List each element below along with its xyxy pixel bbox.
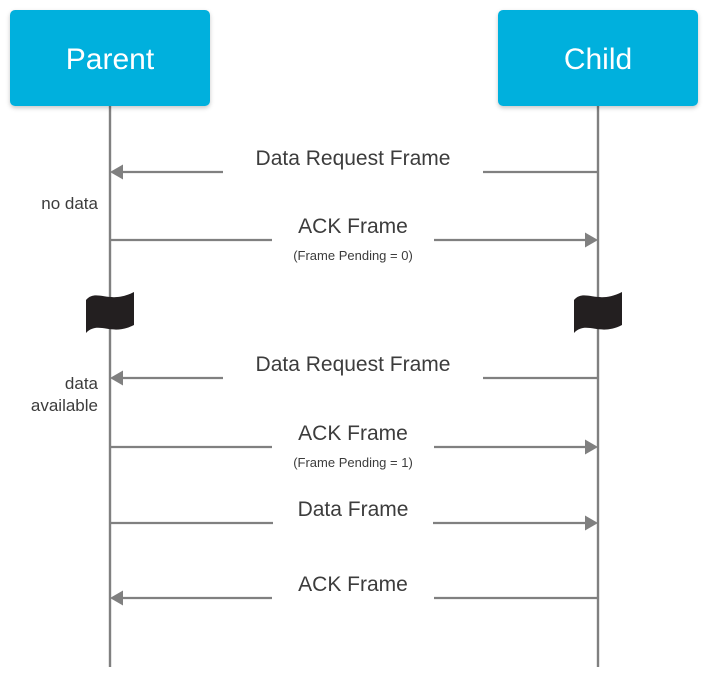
- actor-child-label: Child: [564, 43, 632, 76]
- msg-ack-2-sublabel: (Frame Pending = 1): [293, 455, 413, 470]
- breaks-group: [86, 292, 622, 333]
- msg-data-frame-label: Data Frame: [298, 498, 409, 521]
- msg-ack-1[interactable]: ACK Frame (Frame Pending = 0): [110, 215, 598, 263]
- notes-group: no data data available: [31, 194, 99, 415]
- msg-data-frame-arrowhead: [585, 515, 598, 531]
- actor-parent-label: Parent: [66, 43, 155, 76]
- msg-data-request-2-arrowhead: [110, 370, 123, 386]
- note-data-available: data available: [31, 374, 99, 415]
- lifelines-group: [108, 106, 600, 667]
- note-no-data: no data: [41, 194, 98, 213]
- break-parent-icon: [86, 292, 134, 333]
- msg-data-request-2-label: Data Request Frame: [256, 353, 451, 376]
- msg-ack-3-arrowhead: [110, 590, 123, 606]
- msg-ack-1-arrowhead: [585, 232, 598, 248]
- msg-ack-1-label: ACK Frame: [298, 215, 408, 238]
- actor-child-box: [498, 10, 698, 106]
- msg-data-request-1-label: Data Request Frame: [256, 147, 451, 170]
- msg-data-frame[interactable]: Data Frame: [110, 498, 598, 531]
- msg-data-request-2[interactable]: Data Request Frame: [110, 353, 598, 386]
- note-data-available-line-0: data: [65, 374, 99, 393]
- msg-ack-2-label: ACK Frame: [298, 422, 408, 445]
- actor-parent[interactable]: Parent: [10, 10, 210, 106]
- msg-data-request-1[interactable]: Data Request Frame: [110, 147, 598, 180]
- msg-data-request-1-arrowhead: [110, 164, 123, 180]
- msg-ack-3[interactable]: ACK Frame: [110, 573, 598, 606]
- actor-child[interactable]: Child: [498, 10, 698, 106]
- msg-ack-2[interactable]: ACK Frame (Frame Pending = 1): [110, 422, 598, 470]
- msg-ack-1-sublabel: (Frame Pending = 0): [293, 248, 413, 263]
- note-data-available-line-1: available: [31, 396, 98, 415]
- note-no-data-line-0: no data: [41, 194, 98, 213]
- msg-ack-2-arrowhead: [585, 439, 598, 455]
- break-child-icon: [574, 292, 622, 333]
- actors-group: Parent Child: [10, 10, 698, 106]
- actor-parent-box: [10, 10, 210, 106]
- msg-ack-3-label: ACK Frame: [298, 573, 408, 596]
